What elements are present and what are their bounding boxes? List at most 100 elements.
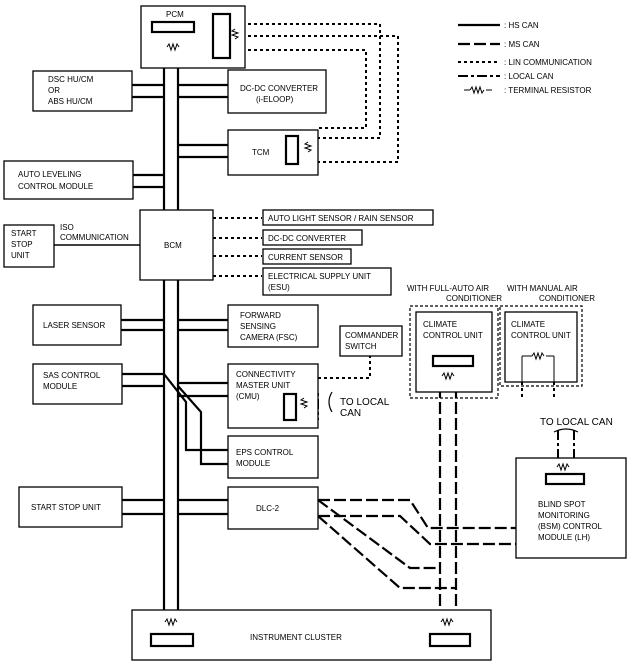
climate-manual-label-line2: CONTROL UNIT [511,331,571,340]
auto-leveling-label-line2: CONTROL MODULE [18,182,93,191]
current-sensor-label: CURRENT SENSOR [268,253,343,262]
cmu-label-line1: CONNECTIVITY [236,370,296,379]
legend: : HS CAN : MS CAN : LIN COMMUNICATION : … [458,21,592,95]
dcdc-converter: DC-DC CONVERTER [262,229,363,246]
lin-lines [213,23,555,398]
cmu-module: CONNECTIVITY MASTER UNIT (CMU) TO LOCAL … [227,363,390,429]
start-stop-unit-left: START STOP UNIT ISO COMMUNICATION [3,223,140,268]
fsc-label-line1: FORWARD [240,311,281,320]
legend-ms-can-label: : MS CAN [504,40,540,49]
instrument-cluster: INSTRUMENT CLUSTER [131,609,492,661]
cmu-to-local-can-line2: CAN [340,408,361,419]
hs-can-bus [121,34,228,644]
cmu-connector [282,392,298,422]
bsm-connector [544,472,586,486]
bsm-module: BLIND SPOT MONITORING (BSM) CONTROL MODU… [515,457,627,559]
tcm-connector [284,134,300,166]
auto-leveling-label-line1: AUTO LEVELING [18,170,81,179]
pcm-module: PCM [140,5,246,69]
resistor-icon [299,397,309,409]
esu-label-line1: ELECTRICAL SUPPLY UNIT [268,272,371,281]
climate-control-manual: CLIMATE CONTROL UNIT [499,305,583,387]
iso-label-line1: ISO [60,223,74,232]
dsc-label-line2: OR [48,86,60,95]
dsc-label-line1: DSC HU/CM [48,75,94,84]
sas-label-line2: MODULE [43,382,77,391]
start-stop-left-line2: STOP [11,240,33,249]
bsm-label-line4: MODULE (LH) [538,533,590,542]
cmu-label-line3: (CMU) [236,392,260,401]
dcdc-ieloop-label-line2: (i-ELOOP) [256,95,294,104]
climate-control-full-auto: CLIMATE CONTROL UNIT [409,305,499,399]
bracket-icon [328,391,333,413]
with-manual-heading-line2: CONDITIONER [539,294,595,303]
dcdc-label: DC-DC CONVERTER [268,234,346,243]
climate-full-label-line2: CONTROL UNIT [423,331,483,340]
bsm-label-line3: (BSM) CONTROL [538,522,603,531]
with-manual-heading-line1: WITH MANUAL AIR [507,284,578,293]
resistor-icon [531,351,545,361]
legend-lin-label: : LIN COMMUNICATION [504,58,592,67]
dcdc-ieloop-label-line1: DC-DC CONVERTER [240,84,318,93]
start-stop-left-line1: START [11,229,37,238]
fsc-module: FORWARD SENSING CAMERA (FSC) [227,304,319,348]
instrument-cluster-label: INSTRUMENT CLUSTER [250,633,342,642]
auto-light-label: AUTO LIGHT SENSOR / RAIN SENSOR [268,214,414,223]
iso-label-line2: COMMUNICATION [60,233,129,242]
climate-full-label-line1: CLIMATE [423,320,457,329]
cmu-to-local-can-line1: TO LOCAL [340,397,390,408]
bsm-label-line1: BLIND SPOT [538,500,586,509]
commander-label-line2: SWITCH [345,342,377,351]
cluster-ms-connector [428,632,472,648]
bcm-label: BCM [164,241,182,250]
esu-label-line2: (ESU) [268,283,290,292]
cmu-label-line2: MASTER UNIT [236,381,290,390]
electrical-supply-unit: ELECTRICAL SUPPLY UNIT (ESU) [262,267,392,296]
legend-local-can-label: : LOCAL CAN [504,72,554,81]
auto-light-sensor: AUTO LIGHT SENSOR / RAIN SENSOR [262,209,434,226]
laser-sensor-module: LASER SENSOR [32,304,122,346]
manual-dashed-frame [499,305,583,387]
pcm-label: PCM [166,10,184,19]
commander-switch: COMMANDER SWITCH [339,325,403,357]
resistor-icon [441,371,455,381]
tcm-module: TCM [227,129,319,176]
fsc-label-line3: CAMERA (FSC) [240,333,298,342]
start-stop-unit-label: START STOP UNIT [31,503,101,512]
current-sensor: CURRENT SENSOR [262,248,352,265]
fsc-label-line2: SENSING [240,322,276,331]
bsm-to-local-can-label: TO LOCAL CAN [540,417,613,428]
dsc-module: DSC HU/CM OR ABS HU/CM [32,70,133,112]
resistor-icon [440,617,454,627]
resistor-icon [230,28,240,40]
commander-label-line1: COMMANDER [345,331,399,340]
sas-module: SAS CONTROL MODULE [32,363,123,405]
climate-full-connector [431,354,475,368]
resistor-icon [556,462,570,472]
start-stop-left-line3: UNIT [11,251,30,260]
climate-manual-label-line1: CLIMATE [511,320,545,329]
dlc2-label: DLC-2 [256,504,280,513]
bcm-module: BCM [139,209,214,281]
bsm-label-line2: MONITORING [538,511,590,520]
cluster-hs-connector [149,632,195,648]
eps-label-line2: MODULE [236,459,270,468]
resistor-icon [164,617,178,627]
legend-resistor-label: : TERMINAL RESISTOR [504,86,592,95]
dcdc-ieloop-module: DC-DC CONVERTER (i-ELOOP) [227,69,327,114]
sas-label-line1: SAS CONTROL [43,371,101,380]
eps-module: EPS CONTROL MODULE [227,435,319,479]
legend-resistor-icon [469,85,485,95]
dlc2-module: DLC-2 [227,486,319,530]
resistor-icon [303,141,313,153]
dsc-label-line3: ABS HU/CM [48,97,93,106]
pcm-lin-connector [211,12,232,60]
tcm-label: TCM [252,148,270,157]
legend-hs-can-label: : HS CAN [504,21,539,30]
ms-can-bus [317,370,540,635]
laser-sensor-label: LASER SENSOR [43,321,105,330]
auto-leveling-module: AUTO LEVELING CONTROL MODULE [3,160,134,200]
with-full-auto-heading-line1: WITH FULL-AUTO AIR [407,284,489,293]
eps-label-line1: EPS CONTROL [236,448,294,457]
